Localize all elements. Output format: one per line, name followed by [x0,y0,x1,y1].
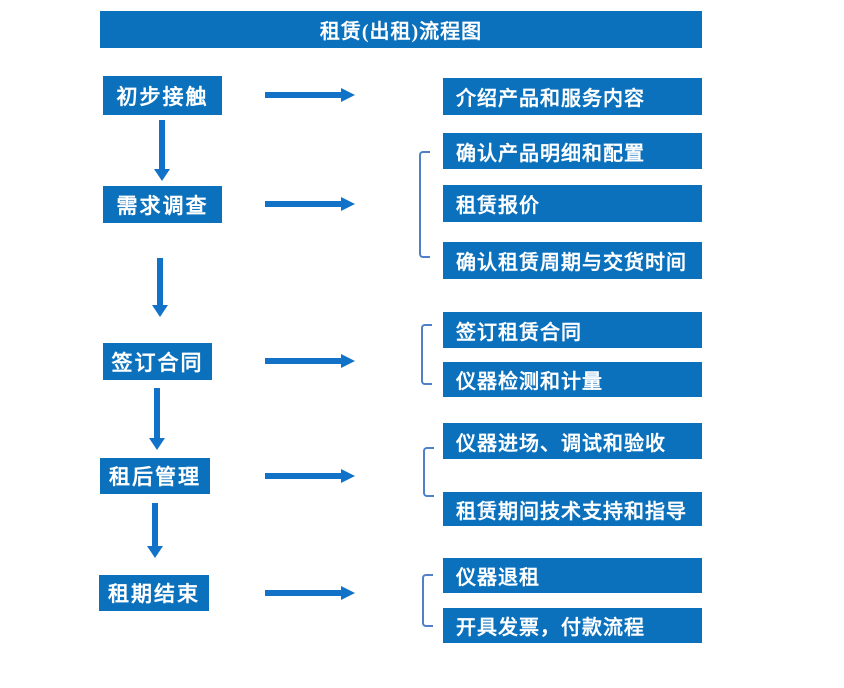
arrow-shaft [265,92,341,98]
arrow-shaft [265,201,341,207]
arrow-head-icon [341,469,355,483]
arrow-shaft [265,358,341,364]
step-box-initial-contact: 初步接触 [103,76,222,115]
arrow-shaft [265,473,341,479]
down-arrow [154,120,170,181]
arrow-shaft [159,120,165,169]
page-title: 租赁(出租)流程图 [100,11,702,48]
right-arrow [265,354,355,368]
right-arrow [265,469,355,483]
detail-box: 仪器检测和计量 [443,362,702,397]
arrow-shaft [154,388,160,438]
detail-box: 租赁期间技术支持和指导 [443,492,702,526]
arrow-head-icon [154,169,170,181]
group-bracket [421,324,432,385]
group-bracket [419,151,430,258]
detail-box: 签订租赁合同 [443,312,702,348]
detail-box: 介绍产品和服务内容 [443,78,702,115]
step-box-post-rental-management: 租后管理 [100,458,210,494]
arrow-head-icon [341,197,355,211]
arrow-head-icon [149,438,165,450]
arrow-head-icon [341,354,355,368]
detail-box: 确认租赁周期与交货时间 [443,242,702,279]
arrow-head-icon [152,305,168,317]
down-arrow [147,503,163,558]
detail-box: 确认产品明细和配置 [443,133,702,169]
arrow-head-icon [341,88,355,102]
group-bracket [422,574,433,627]
right-arrow [265,88,355,102]
detail-box: 仪器进场、调试和验收 [443,423,702,459]
detail-box: 仪器退租 [443,558,702,593]
down-arrow [149,388,165,450]
step-box-contract-signing: 签订合同 [103,343,212,380]
group-bracket [423,447,434,497]
arrow-shaft [265,590,341,596]
arrow-shaft [157,258,163,305]
arrow-shaft [152,503,158,546]
detail-box: 开具发票，付款流程 [443,608,702,643]
down-arrow [152,258,168,317]
arrow-head-icon [341,586,355,600]
right-arrow [265,197,355,211]
step-box-demand-survey: 需求调查 [103,186,222,223]
arrow-head-icon [147,546,163,558]
detail-box: 租赁报价 [443,185,702,222]
right-arrow [265,586,355,600]
step-box-rental-period-end: 租期结束 [99,575,209,611]
